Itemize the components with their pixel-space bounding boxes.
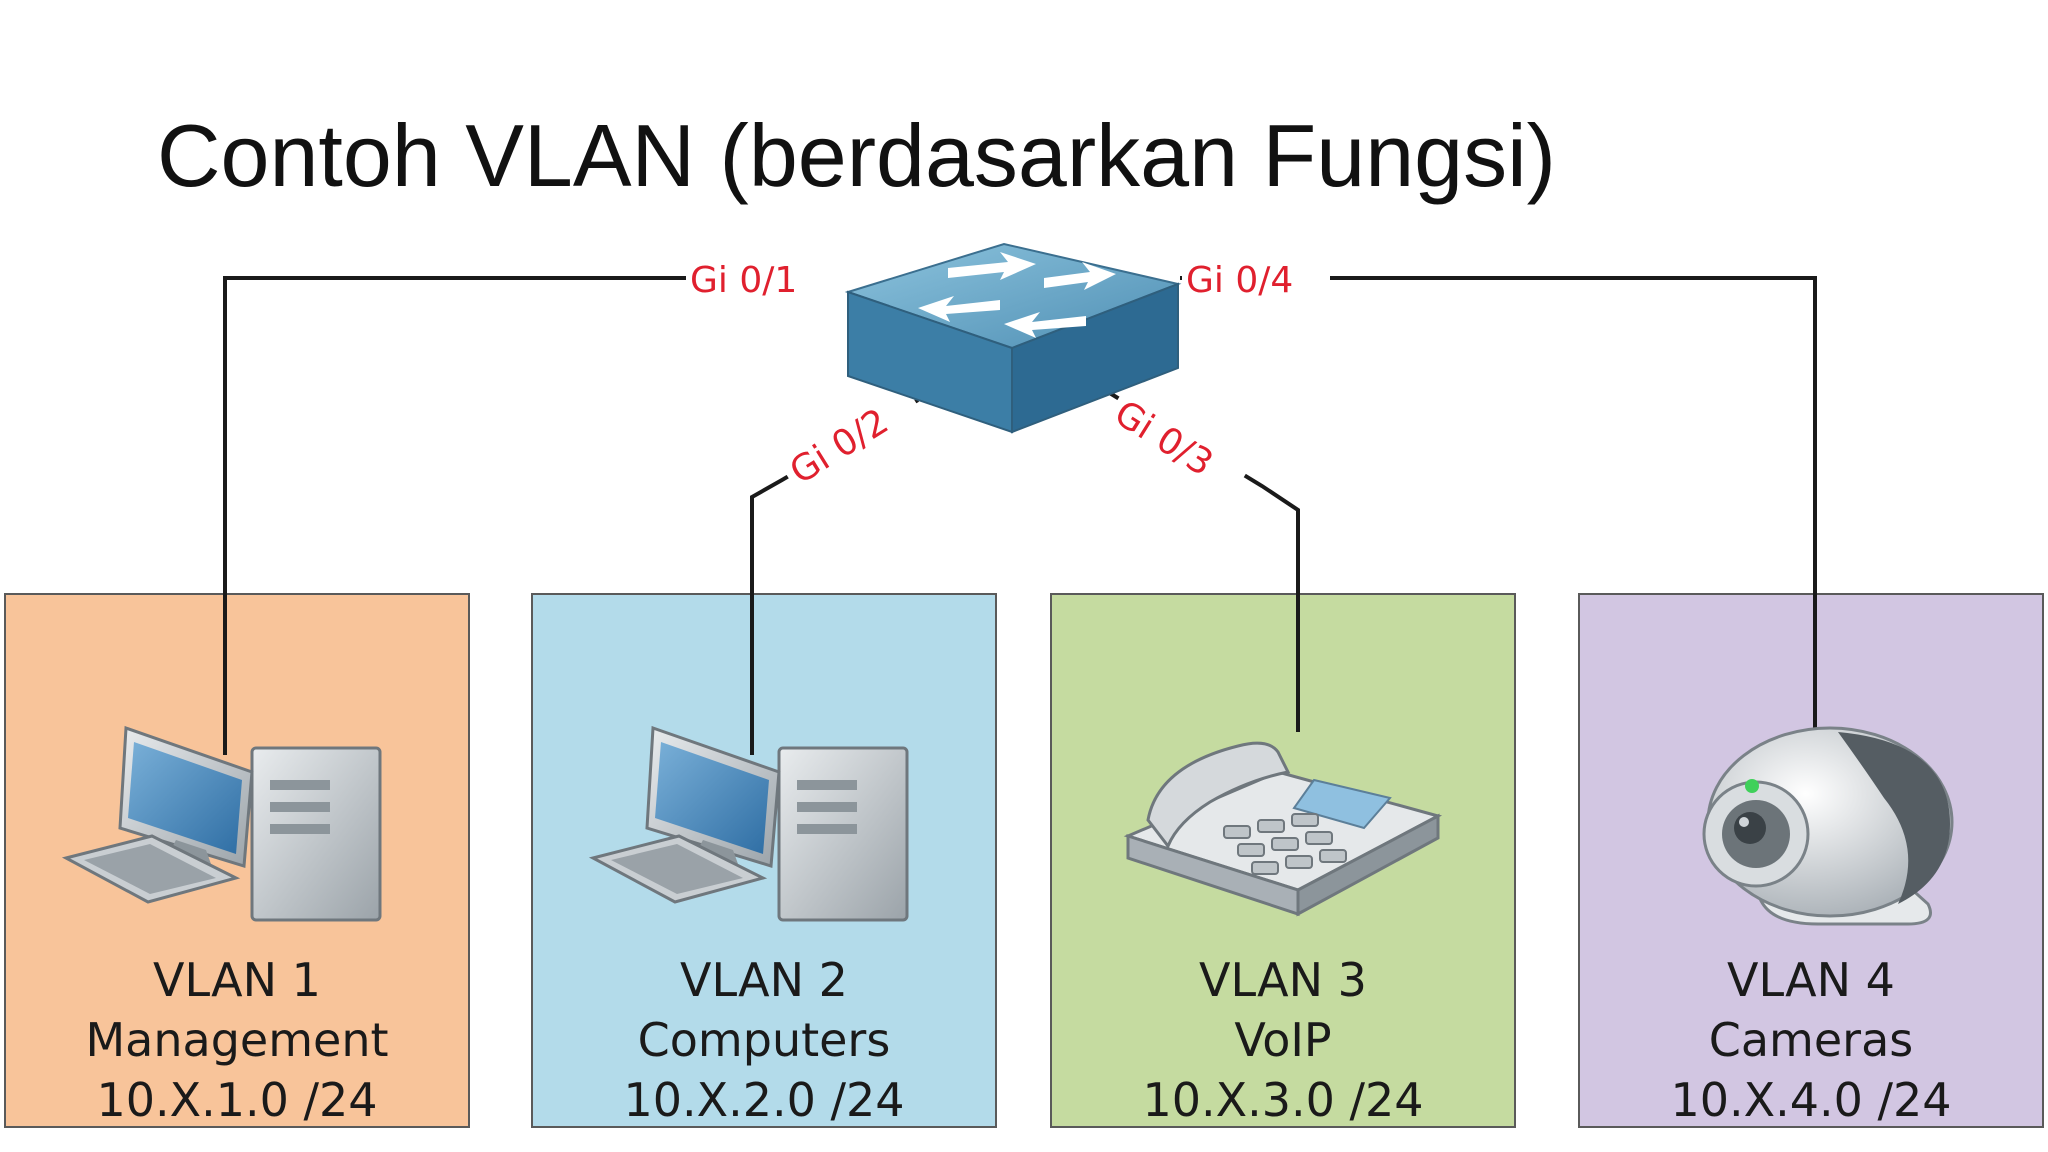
port-label-bg — [686, 256, 834, 302]
link-gi-0-4 — [1180, 276, 1817, 730]
vlan-subnet: 10.X.3.0 /24 — [1142, 1073, 1424, 1127]
vlan-name: VLAN 4 — [1727, 953, 1895, 1007]
vlan-subnet: 10.X.4.0 /24 — [1670, 1073, 1952, 1127]
vlan-label-3: VLAN 3 VoIP 10.X.3.0 /24 — [1052, 950, 1514, 1130]
port-label-gi-0-1: Gi 0/1 — [690, 260, 797, 301]
vlan-label-4: VLAN 4 Cameras 10.X.4.0 /24 — [1580, 950, 2042, 1130]
vlan-subnet: 10.X.1.0 /24 — [96, 1073, 378, 1127]
ip-phone-icon — [1123, 741, 1443, 917]
port-label-bg — [1101, 386, 1252, 504]
page-title: Contoh VLAN (berdasarkan Fungsi) — [157, 106, 1556, 205]
vlan-name: VLAN 1 — [153, 953, 321, 1007]
desktop-computer-icon — [61, 725, 382, 922]
port-label-bg — [1182, 256, 1330, 302]
vlan-name: VLAN 3 — [1199, 953, 1367, 1007]
port-label-bg — [775, 379, 926, 497]
vlan-label-2: VLAN 2 Computers 10.X.2.0 /24 — [533, 950, 995, 1130]
network-switch-icon — [844, 242, 1182, 434]
desktop-computer-icon — [588, 725, 909, 922]
vlan-function: Computers — [637, 1013, 891, 1067]
vlan-function: VoIP — [1234, 1013, 1332, 1067]
link-gi-0-1 — [223, 276, 688, 755]
vlan-name: VLAN 2 — [680, 953, 848, 1007]
vlan-function: Management — [85, 1013, 389, 1067]
port-label-gi-0-4: Gi 0/4 — [1186, 260, 1293, 301]
vlan-label-1: VLAN 1 Management 10.X.1.0 /24 — [6, 950, 468, 1130]
vlan-subnet: 10.X.2.0 /24 — [623, 1073, 905, 1127]
vlan-function: Cameras — [1708, 1013, 1914, 1067]
webcam-icon — [1702, 726, 1954, 926]
